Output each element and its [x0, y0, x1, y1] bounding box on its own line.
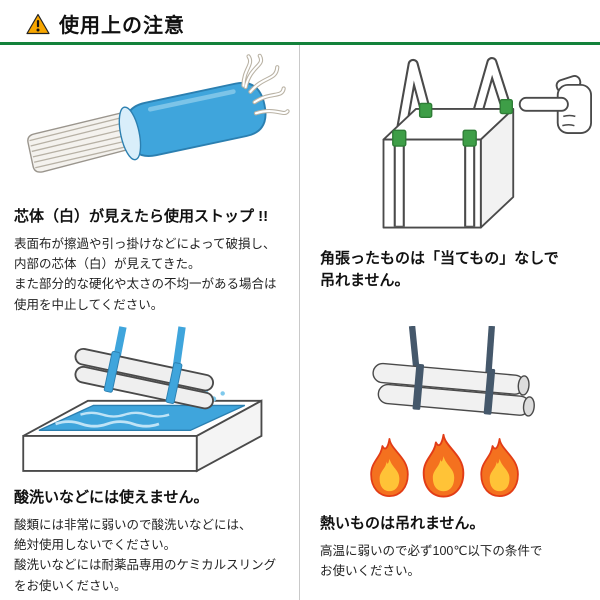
- green-corner-pads: [392, 99, 514, 147]
- page-header: 使用上の注意: [0, 0, 600, 42]
- exposed-core-strands: [27, 109, 142, 173]
- acid-wash-body: 酸類には非常に弱いので酸洗いなどには、 絶対使用しないでください。 酸洗いなどに…: [14, 515, 291, 596]
- acid-basin: [22, 399, 263, 473]
- heading-line: 角張ったものは「当てもの」なしで: [320, 250, 559, 267]
- strapped-box-illustration: [314, 49, 592, 243]
- warning-triangle-icon: [26, 13, 50, 35]
- body-line: 表面布が擦過や引っ掛けなどによって破損し、: [14, 236, 276, 251]
- flame-icon: [480, 438, 519, 497]
- body-line: 内部の芯体（白）が見えてきた。: [14, 257, 201, 271]
- flame-icon: [422, 433, 465, 498]
- acid-bath-illustration: [14, 326, 291, 482]
- header-green-rule: [0, 42, 600, 45]
- hot-load-heading: 熱いものは吊れません。: [320, 515, 485, 532]
- heading-line: 吊れません。: [320, 271, 410, 289]
- damaged-sling-illustration: [14, 49, 291, 201]
- body-line: 高温に弱いので必ず100℃以下の条件で: [320, 543, 543, 558]
- body-line: 絶対使用しないでください。: [14, 538, 177, 552]
- pipes: [372, 362, 535, 417]
- box: [382, 108, 515, 229]
- section-angular-load: 角張ったものは「当てもの」なしで 吊れません。: [300, 45, 600, 322]
- body-line: 使用を中止してください。: [14, 297, 164, 312]
- body-line: 酸類には非常に弱いので酸洗いなどには、: [14, 517, 252, 532]
- caution-grid: 芯体（白）が見えたら使用ストップ !! 表面布が擦過や引っ掛けなどによって破損し…: [0, 45, 600, 600]
- core-exposed-heading: 芯体（白）が見えたら使用ストップ !!: [14, 208, 269, 225]
- flame-icon: [370, 438, 409, 497]
- dipped-logs: [74, 347, 214, 410]
- hot-pipes-svg: [370, 326, 535, 498]
- body-line: また部分的な硬化や太さの不均一がある場合は: [14, 277, 277, 292]
- angular-load-heading: 角張ったものは「当てもの」なしで 吊れません。: [320, 248, 592, 292]
- blue-sheath: [118, 81, 267, 161]
- front-straps: [393, 140, 476, 227]
- body-line: をお使いください。: [14, 578, 127, 593]
- pointing-hand-icon: [518, 74, 592, 134]
- acid-wash-heading: 酸洗いなどには使えません。: [14, 489, 209, 506]
- strapped-box-svg: [382, 57, 592, 229]
- page-title: 使用上の注意: [59, 15, 185, 37]
- damaged-sling-svg: [27, 53, 290, 173]
- flames: [370, 433, 519, 498]
- loose-white-fibers: [241, 53, 290, 116]
- section-acid-wash: 酸洗いなどには使えません。 酸類には非常に弱いので酸洗いなどには、 絶対使用しな…: [0, 322, 300, 600]
- section-hot-load: 熱いものは吊れません。 高温に弱いので必ず100℃以下の条件で お使いください。: [300, 322, 600, 600]
- body-line: お使いください。: [320, 564, 421, 578]
- body-line: 酸洗いなどには耐薬品専用のケミカルスリング: [14, 558, 277, 573]
- acid-bath-svg: [22, 326, 263, 473]
- core-exposed-body: 表面布が擦過や引っ掛けなどによって破損し、 内部の芯体（白）が見えてきた。 また…: [14, 234, 291, 315]
- hot-load-body: 高温に弱いので必ず100℃以下の条件で お使いください。: [320, 541, 592, 582]
- section-core-exposed: 芯体（白）が見えたら使用ストップ !! 表面布が擦過や引っ掛けなどによって破損し…: [0, 45, 300, 322]
- hot-pipes-illustration: [314, 326, 592, 508]
